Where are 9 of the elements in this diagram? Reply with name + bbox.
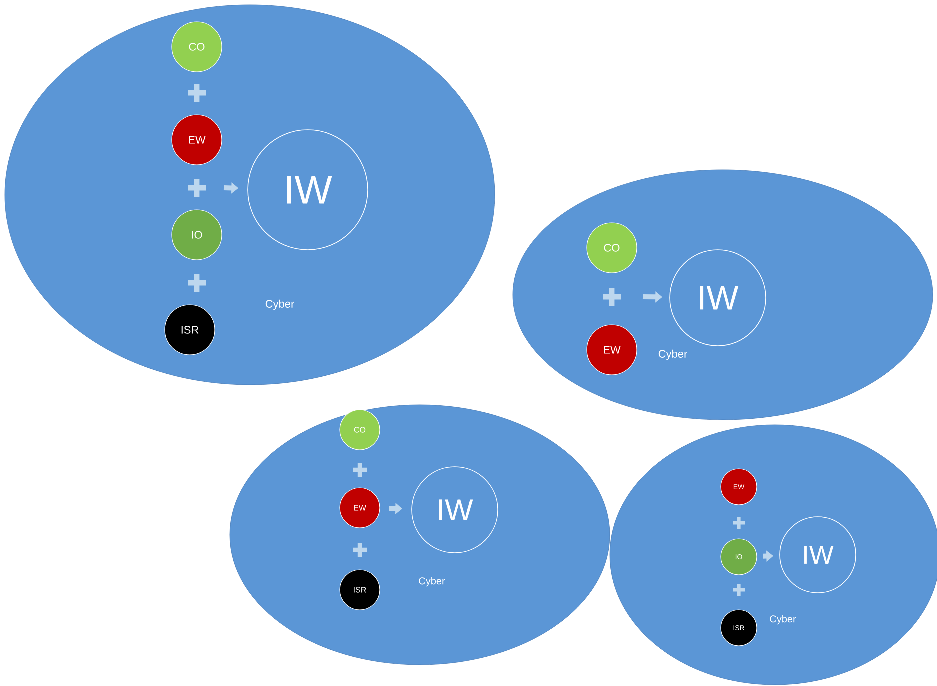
circle-node: EW <box>586 324 638 376</box>
circle-node: CO <box>172 22 222 72</box>
circle-node: CO <box>340 410 380 450</box>
circle-node: EW <box>340 488 380 528</box>
circle-node: CO <box>586 222 638 274</box>
circle-node: IO <box>172 210 222 260</box>
circle-node: EW <box>172 114 222 166</box>
circle-node: ISR <box>164 304 216 356</box>
circle-node: ISR <box>340 570 380 610</box>
